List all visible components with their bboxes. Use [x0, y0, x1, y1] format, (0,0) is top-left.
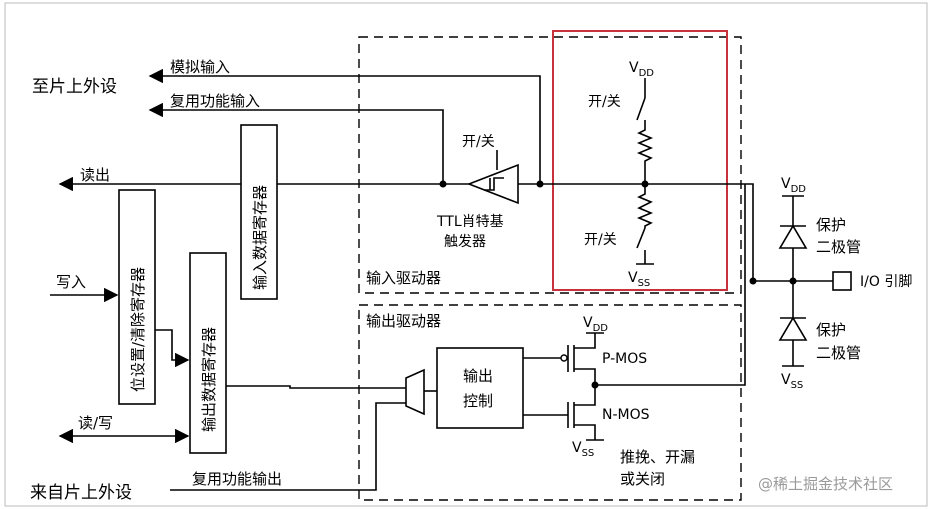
pmos-label: P-MOS — [602, 351, 647, 367]
protection-vss-label: VSS — [781, 372, 803, 391]
pullup-vdd-label: VDD — [629, 60, 654, 79]
pull-resistor-highlight — [552, 30, 728, 291]
schmitt-label-line2: 触发器 — [444, 234, 486, 250]
junction-dot — [536, 180, 544, 188]
alt-function-input-label: 复用功能输入 — [170, 92, 260, 110]
output-data-register-box — [189, 252, 227, 454]
analog-input-label: 模拟输入 — [170, 58, 230, 76]
pullup-switch-label: 开/关 — [588, 94, 621, 110]
io-pin-pad — [832, 271, 852, 291]
write-in-label: 写入 — [56, 273, 86, 291]
protection-top-label1: 保护 — [816, 216, 846, 234]
watermark: @稀土掘金技术社区 — [758, 475, 893, 493]
analog-input-wire — [148, 68, 541, 184]
input-driver-box — [358, 36, 742, 294]
pulldown-resistor — [636, 184, 654, 228]
protection-bottom-label1: 保护 — [816, 321, 846, 339]
upper-diode-triangle — [778, 224, 808, 249]
output-control-line2: 控制 — [463, 392, 493, 410]
protection-bottom-label2: 二极管 — [816, 344, 861, 362]
output-data-register-label: 输出数据寄存器 — [200, 327, 218, 432]
read-write-label: 读/写 — [78, 414, 113, 432]
hysteresis-icon — [484, 177, 504, 191]
alt-output-wire — [170, 402, 406, 491]
bit-set-reset-register-label: 位设置/清除寄存器 — [129, 267, 147, 392]
output-driver-box — [358, 304, 742, 501]
pulldown-vss-label: VSS — [628, 270, 650, 289]
junction-dot — [749, 277, 757, 285]
pulldown-switch-symbol — [636, 227, 646, 249]
frame-border — [4, 2, 928, 507]
input-driver-title: 输入驱动器 — [366, 269, 441, 287]
junction-dot — [439, 180, 447, 188]
pulldown-switch-label: 开/关 — [584, 232, 617, 248]
schmitt-switch-label: 开/关 — [462, 134, 495, 150]
schmitt-label-line1: TTL肖特基 — [436, 213, 504, 230]
read-out-label: 读出 — [80, 166, 110, 184]
nmos-label: N-MOS — [602, 407, 650, 423]
to-onchip-peripheral-label: 至片上外设 — [32, 77, 117, 97]
drain-to-pad-wire — [595, 184, 746, 386]
pmos-gate-bubble — [560, 354, 568, 362]
output-mux — [405, 368, 425, 416]
pullup-switch-symbol — [636, 97, 646, 121]
lower-diode-triangle — [778, 316, 808, 341]
output-vss-label: VSS — [572, 440, 594, 459]
bit-set-reset-register-box — [118, 189, 156, 405]
alt-input-wire — [148, 102, 444, 184]
from-onchip-peripheral-label: 来自片上外设 — [30, 483, 132, 503]
output-vdd-label: VDD — [583, 315, 608, 334]
io-pin-label: I/O 引脚 — [860, 274, 912, 290]
output-driver-title: 输出驱动器 — [366, 312, 441, 330]
alt-function-output-label: 复用功能输出 — [192, 470, 282, 488]
input-data-register-box — [240, 124, 278, 300]
pullup-resistor — [636, 120, 654, 184]
protection-vdd-label: VDD — [781, 176, 806, 195]
bitset-to-output-arrow — [155, 329, 190, 368]
input-data-register-label: 输入数据寄存器 — [251, 185, 269, 290]
protection-top-label2: 二极管 — [816, 238, 861, 256]
odr-to-mux-wire — [226, 385, 406, 389]
output-mode-line1: 推挽、开漏 — [620, 448, 695, 466]
output-mode-line2: 或关闭 — [620, 470, 665, 488]
output-control-box — [436, 347, 524, 429]
output-control-line1: 输出 — [463, 367, 493, 385]
